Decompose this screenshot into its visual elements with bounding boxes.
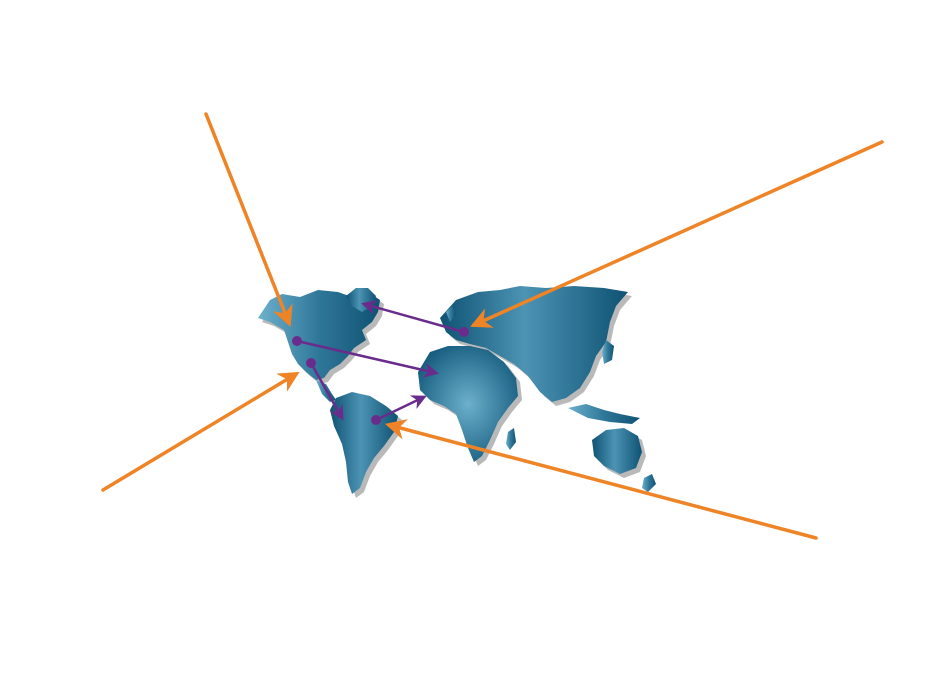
purple-dot-south-america [371, 415, 381, 425]
orange-arrow-southeast [384, 419, 818, 540]
purple-dot-europe [459, 327, 469, 337]
orange-arrow-northwest [204, 112, 293, 327]
purple-arrow-north-america-to-south-america [309, 361, 344, 421]
orange-arrow-southwest [101, 371, 300, 492]
purple-arrow-north-america-to-africa [295, 339, 439, 378]
africa [418, 346, 518, 462]
australia [592, 428, 642, 474]
orange-arrows [101, 112, 884, 540]
purple-arrow-south-america-to-africa [374, 395, 427, 422]
purple-arrow-europe-to-north-america [361, 300, 466, 334]
new-zealand [642, 474, 656, 492]
uk [446, 306, 456, 322]
world-map-icon [258, 286, 656, 498]
purple-dots [292, 327, 469, 425]
madagascar [506, 428, 516, 450]
purple-dot-north-america-west [292, 336, 302, 346]
purple-arrows [295, 300, 466, 422]
orange-arrow-northeast [470, 140, 884, 328]
indonesia [568, 404, 640, 424]
japan [602, 340, 614, 364]
purple-dot-north-america-south [306, 358, 316, 368]
